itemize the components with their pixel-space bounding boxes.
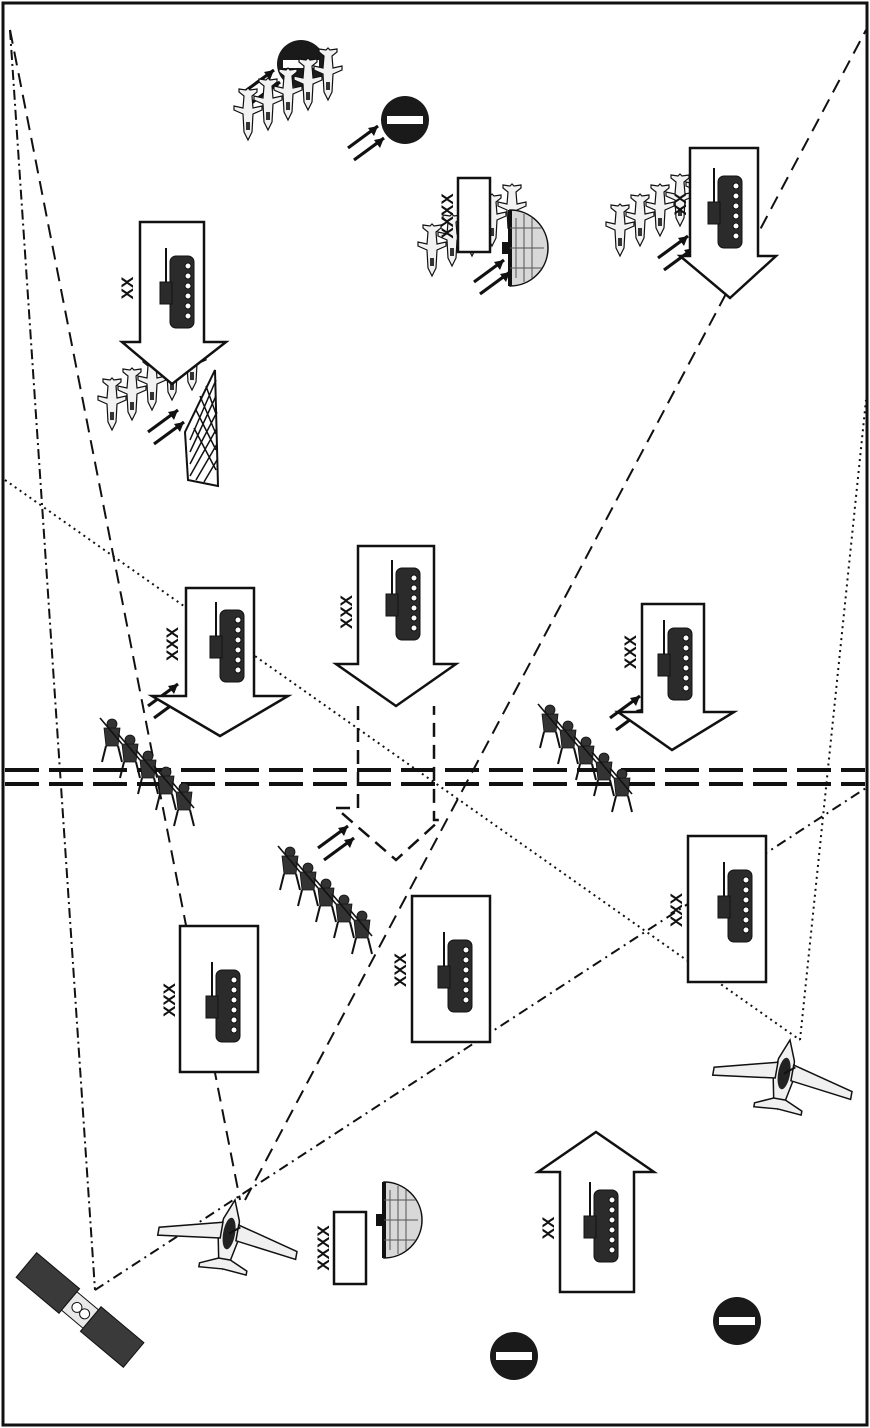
echelon-label: XXX [163, 626, 182, 661]
awacs-coverage-line [4, 479, 801, 1041]
corps-unit-symbol: XXX [160, 924, 260, 1074]
corps-unit-symbol: XXX [667, 834, 768, 984]
echelon-label: XXX [391, 952, 410, 987]
division-advance-arrow: XX [118, 220, 230, 386]
no-entry-icon [381, 96, 429, 144]
engagement-arrows-icon [146, 408, 186, 446]
engagement-arrows-icon [346, 124, 386, 162]
radar-dome-icon [374, 1180, 424, 1260]
satellite-coverage-line [9, 29, 96, 1291]
echelon-label: XX [671, 192, 690, 215]
corps-unit-symbol: XXX [391, 894, 492, 1044]
corps-advance-arrow: XXX [332, 544, 460, 708]
echelon-label: XXX [667, 892, 686, 927]
echelon-label: XX [118, 276, 137, 299]
echelon-label: XX [539, 1216, 558, 1239]
engagement-arrows-icon [316, 824, 356, 862]
no-entry-icon [490, 1332, 538, 1380]
satellite-icon [15, 1252, 145, 1368]
awacs-aircraft-icon [707, 1026, 860, 1125]
infantry-squad-icon [278, 846, 372, 954]
no-entry-icon [713, 1297, 761, 1345]
engagement-arrows-icon [472, 258, 512, 296]
jamming-grid-icon [183, 369, 220, 488]
echelon-label: XXXX [314, 1225, 333, 1271]
engagement-arrows-icon [656, 234, 696, 272]
division-advance-arrow: XX [533, 1130, 659, 1294]
radar-dome-icon [500, 208, 550, 288]
echelon-label: XXX [160, 982, 179, 1017]
corps-advance-arrow: XXX [614, 602, 739, 752]
awacs-coverage-line [244, 29, 867, 1201]
corps-advance-arrow: XXX [147, 586, 293, 738]
army-unit-symbol: XXXX [438, 176, 492, 254]
division-advance-arrow: XX [671, 146, 780, 300]
echelon-label: XXXX [438, 193, 457, 239]
echelon-label: XXX [621, 634, 640, 669]
echelon-label: XXX [337, 594, 356, 629]
infantry-squad-icon [538, 704, 632, 812]
army-unit-symbol: XXXX [314, 1210, 368, 1286]
planned-penetration-line [332, 706, 444, 862]
awacs-coverage-line [799, 399, 867, 1041]
